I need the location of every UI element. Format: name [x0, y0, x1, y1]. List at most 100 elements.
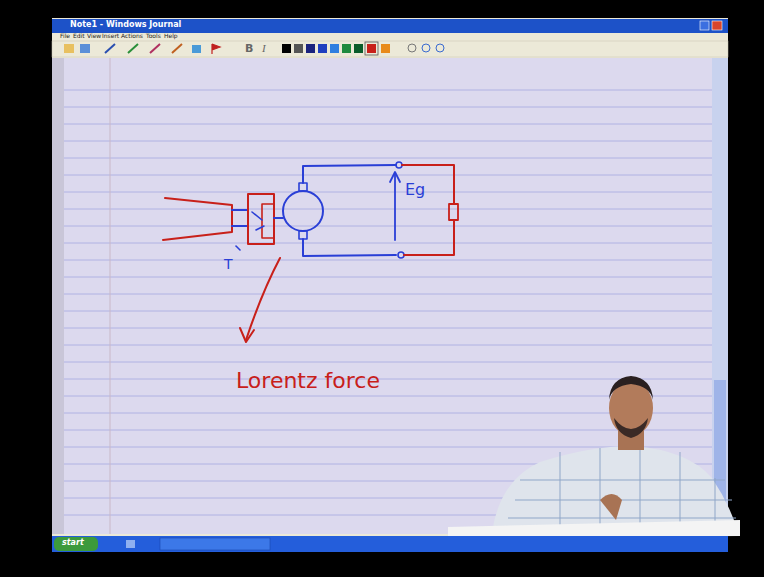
start-button	[54, 537, 98, 551]
menu-item: File	[60, 33, 70, 39]
coupling-mark	[252, 212, 264, 230]
color-swatch	[294, 44, 303, 53]
tool-icon	[192, 45, 201, 53]
ruled-line	[64, 277, 712, 278]
wire	[303, 165, 396, 183]
color-swatch	[354, 44, 363, 53]
window-button	[700, 21, 709, 30]
label-text: start	[62, 538, 84, 547]
toolbar-icons	[64, 44, 220, 54]
resistor-symbol	[449, 204, 458, 220]
voltage-label: Eg	[405, 182, 425, 198]
ruled-line	[64, 328, 712, 329]
ruled-line	[64, 379, 712, 380]
wire	[303, 239, 396, 256]
label-text: File	[60, 32, 70, 39]
generator-sketch	[163, 162, 458, 342]
page-edge	[52, 58, 64, 534]
torque-tick	[236, 246, 240, 250]
lecturer	[448, 376, 740, 538]
ruled-line	[64, 175, 712, 176]
start-label: start	[62, 539, 84, 547]
label-text: Tools	[146, 32, 161, 39]
tool-icon	[64, 44, 74, 53]
ruled-line	[64, 311, 712, 312]
scrollbar	[712, 58, 728, 534]
ruled-line	[64, 345, 712, 346]
brush	[299, 183, 307, 191]
close-button	[712, 21, 722, 30]
taskbar-item	[160, 538, 270, 550]
arrowhead	[390, 172, 400, 182]
bold-button: B	[245, 43, 253, 54]
tool-icon	[408, 44, 416, 52]
label-text: Edit	[73, 32, 85, 39]
swatch-selection	[365, 42, 378, 55]
menu-bar	[52, 33, 728, 41]
ruled-line	[64, 209, 712, 210]
pen-icon	[105, 44, 115, 53]
ruled-line	[64, 243, 712, 244]
label-text: Note1 - Windows Journal	[70, 20, 181, 29]
toolbar	[52, 41, 728, 57]
hair	[609, 376, 653, 400]
label-text: Lorentz force	[236, 368, 380, 393]
label-text: Help	[164, 32, 178, 39]
title-bar	[52, 19, 728, 33]
coupling-inner	[262, 204, 274, 238]
color-swatch	[330, 44, 339, 53]
color-swatch	[367, 44, 376, 53]
ruled-line	[64, 141, 712, 142]
ruled-line	[64, 362, 712, 363]
menu-item: Tools	[146, 33, 161, 39]
label-text: Eg	[405, 180, 425, 199]
torque-label: T	[224, 257, 233, 271]
desk-paper	[448, 520, 740, 538]
window-title: Note1 - Windows Journal	[70, 21, 181, 29]
ruled-line	[64, 430, 712, 431]
shaft	[274, 217, 283, 219]
note-text: Lorentz force	[236, 370, 380, 392]
menu-item: Edit	[73, 33, 85, 39]
load-wire	[402, 165, 454, 204]
color-swatches	[282, 42, 444, 55]
label-text: I	[262, 42, 266, 54]
ruled-line	[64, 260, 712, 261]
tray-icon	[126, 540, 135, 548]
ruled-line	[64, 90, 712, 91]
coupling-box	[248, 194, 274, 244]
hand	[600, 494, 622, 520]
menu-item: Actions	[121, 33, 143, 39]
pen-icon	[128, 44, 138, 53]
coupling-shaft	[232, 210, 248, 226]
flag-icon	[212, 44, 220, 54]
beard	[614, 418, 648, 438]
label-text: B	[245, 42, 253, 55]
margin-line	[110, 58, 111, 534]
taskbar	[52, 536, 728, 552]
color-swatch	[282, 44, 291, 53]
ruled-line	[64, 192, 712, 193]
zoom-icon	[422, 44, 430, 52]
load-wire	[404, 220, 454, 255]
ruled-line	[64, 226, 712, 227]
shirt	[492, 446, 738, 532]
ruled-line	[64, 158, 712, 159]
shirt-check	[508, 448, 736, 532]
armature-symbol	[283, 191, 323, 231]
label-text: T	[224, 256, 233, 272]
menu-item: View	[87, 33, 101, 39]
menu-item: Insert	[102, 33, 119, 39]
tool-icon	[80, 44, 90, 53]
ruled-line	[64, 107, 712, 108]
prime-mover-shaft	[163, 198, 232, 240]
zoom-icon	[436, 44, 444, 52]
brush	[299, 231, 307, 239]
ruled-line	[64, 124, 712, 125]
color-swatch	[381, 44, 390, 53]
label-text: View	[87, 32, 101, 39]
leader-arrow	[246, 258, 280, 340]
voltage-arrow	[394, 174, 396, 240]
